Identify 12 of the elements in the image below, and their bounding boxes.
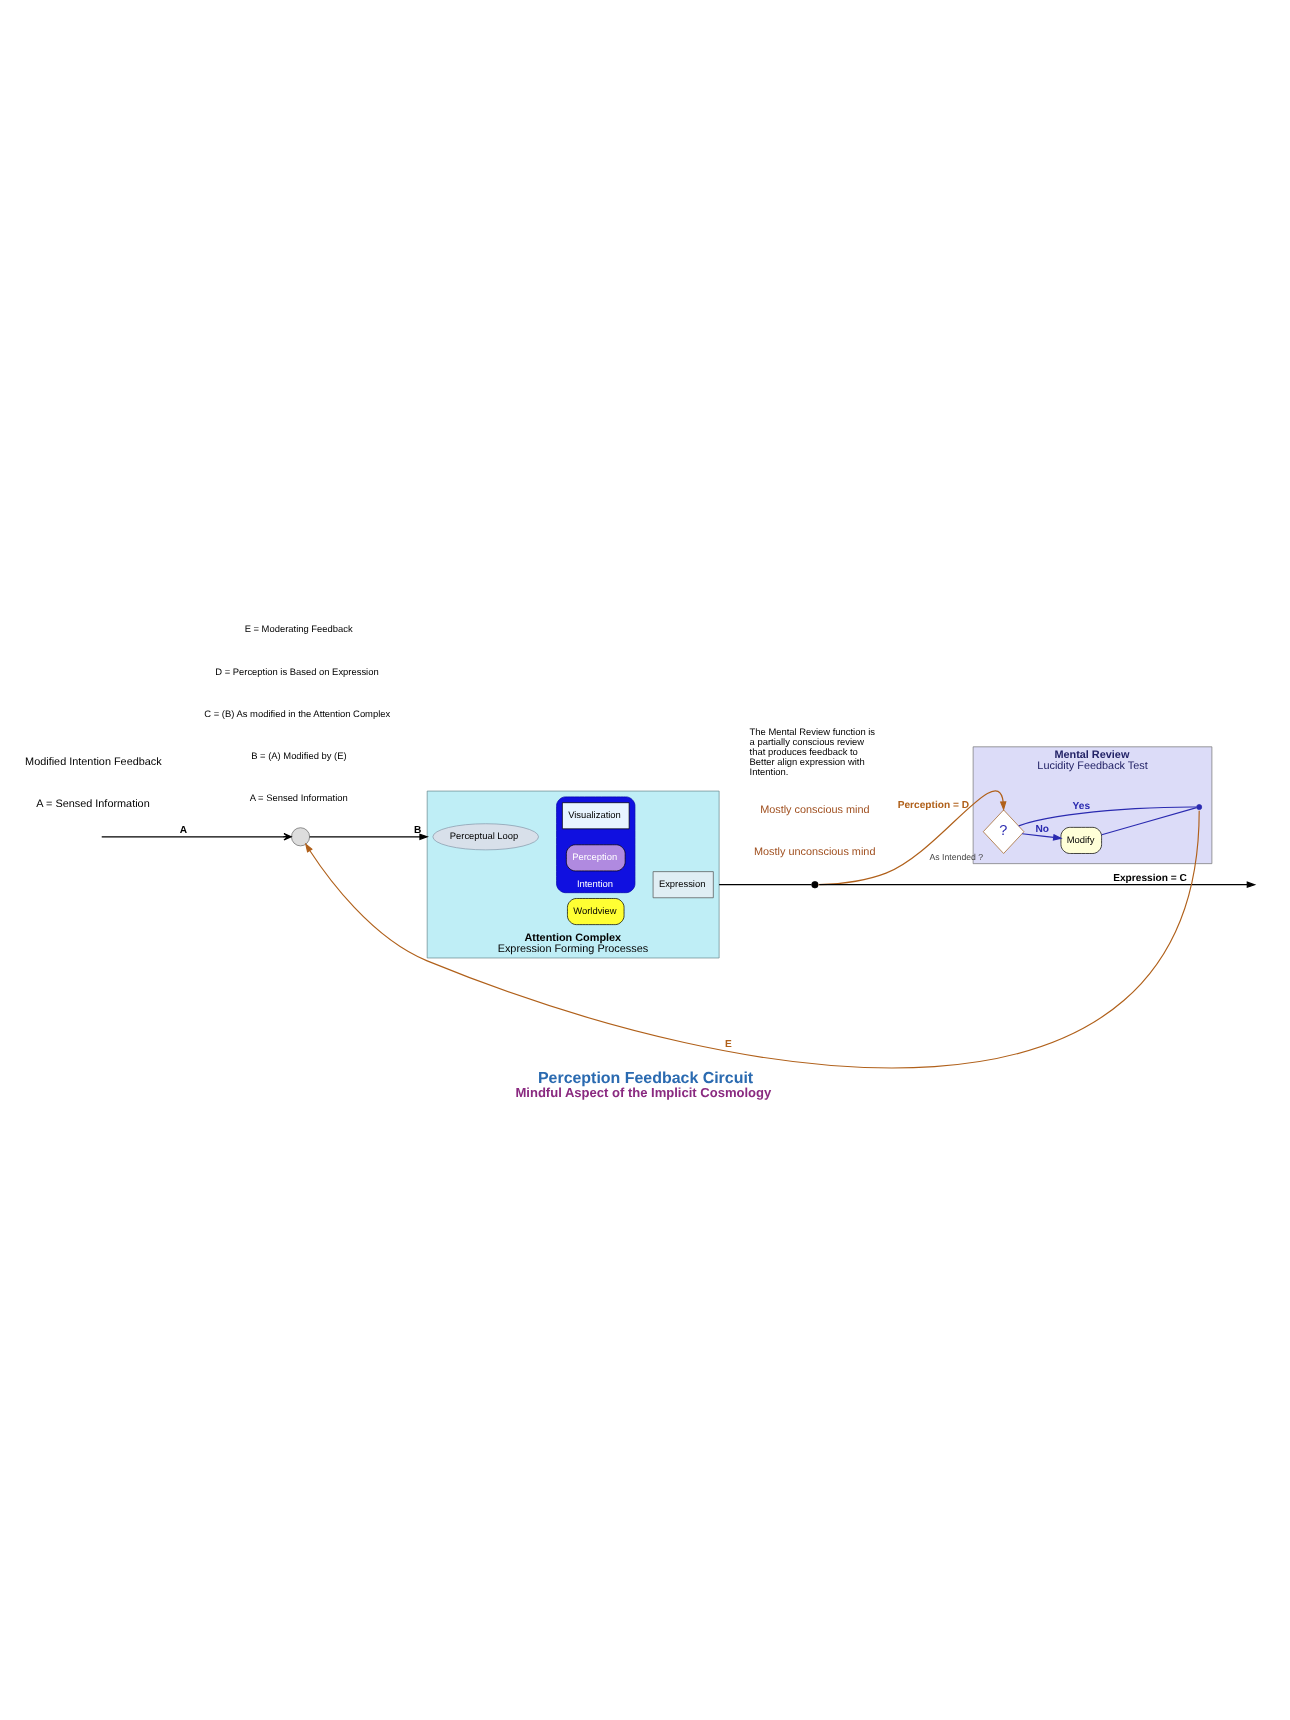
connector bbox=[1101, 807, 1198, 836]
arrow bbox=[304, 810, 1200, 1068]
node-circle bbox=[291, 827, 310, 847]
arrow bbox=[1021, 833, 1063, 841]
connector bbox=[1018, 806, 1198, 827]
arrow bbox=[309, 833, 429, 841]
node-diamond: ? bbox=[982, 809, 1025, 854]
node-circle bbox=[1196, 804, 1203, 810]
arrow bbox=[818, 881, 1257, 889]
arrow bbox=[817, 790, 1007, 886]
connector bbox=[718, 884, 813, 886]
node-circle bbox=[811, 881, 819, 889]
